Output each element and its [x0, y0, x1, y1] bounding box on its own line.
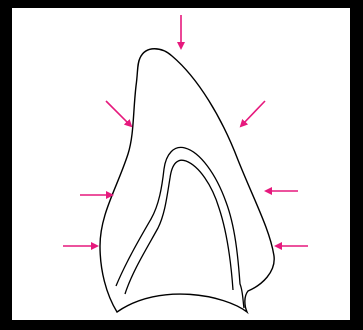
- arrow-upper-left: [106, 101, 131, 126]
- arrow-upper-right: [241, 101, 265, 126]
- tooth-outer-outline: [100, 49, 274, 312]
